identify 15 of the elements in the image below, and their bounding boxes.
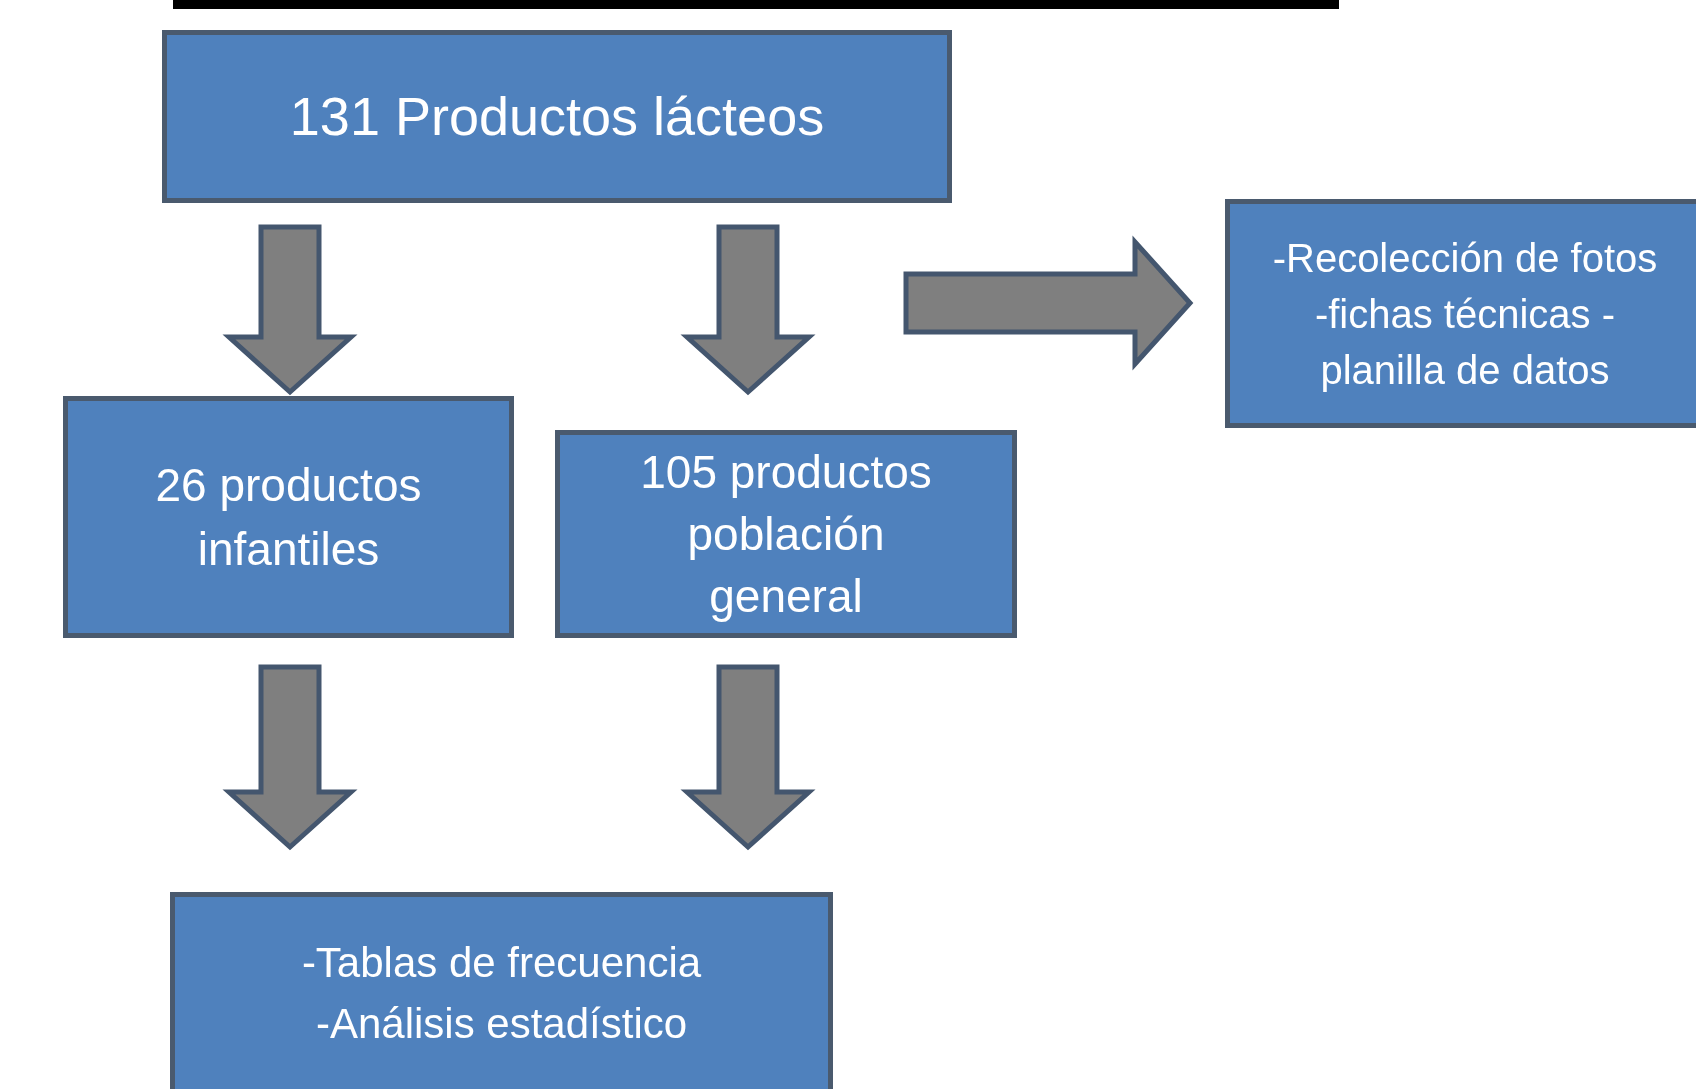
block-arrow xyxy=(903,235,1194,371)
box-text: -Recolección de fotos -fichas técnicas -planilla de datos xyxy=(1271,234,1659,394)
process-box xyxy=(162,30,952,203)
box-text: 105 productos población general xyxy=(639,444,933,625)
box-text: 131 Productos lácteos xyxy=(289,85,825,149)
box-text: -Tablas de frecuencia -Análisis estadístico xyxy=(300,938,703,1049)
block-arrow xyxy=(680,664,816,851)
process-box xyxy=(1225,199,1696,428)
block-arrow xyxy=(222,664,358,851)
process-box xyxy=(170,892,833,1089)
box-text: 26 productos infantiles xyxy=(154,457,423,577)
block-arrow xyxy=(680,224,816,396)
process-box xyxy=(555,430,1017,638)
process-box xyxy=(63,396,514,638)
block-arrow xyxy=(222,224,358,396)
